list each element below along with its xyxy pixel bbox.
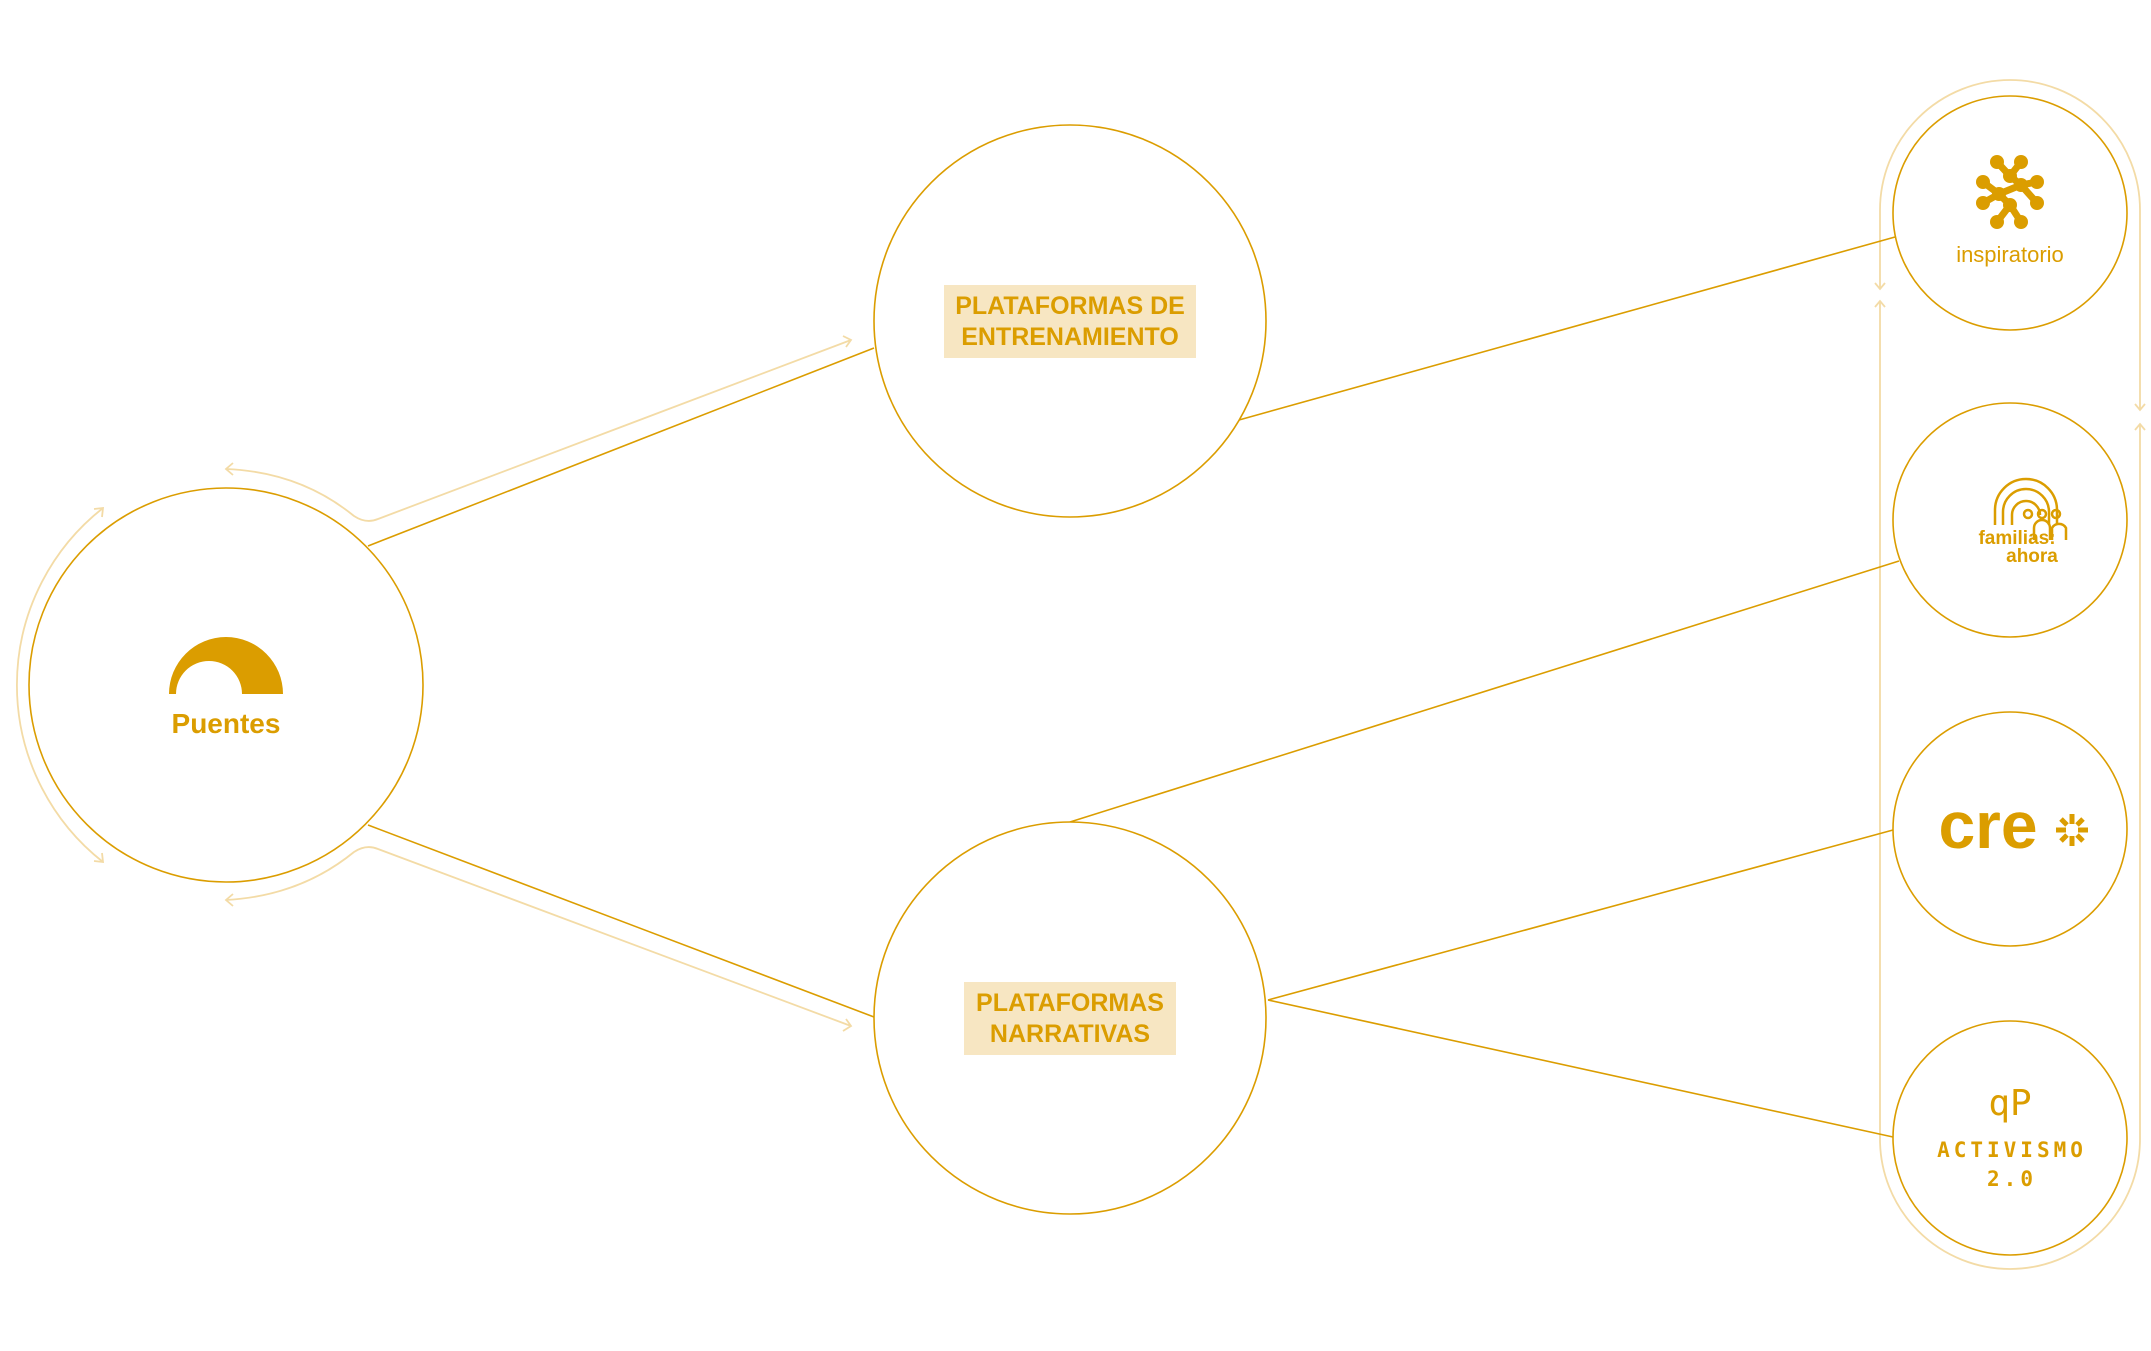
activismo-mark-icon: qP <box>1988 1083 2031 1124</box>
flow-arc-left <box>16 507 104 863</box>
hub-node-puentes[interactable]: Puentes <box>28 487 424 883</box>
connections <box>367 236 1900 1138</box>
arrowhead-icon <box>2134 422 2146 431</box>
platform-node-cre[interactable]: cre <box>1892 711 2128 947</box>
platform-name-line1: familias: <box>1978 528 2055 549</box>
category-label-line2: NARRATIVAS <box>990 1020 1150 1048</box>
familias-logo-icon <box>1993 477 2068 540</box>
platform-node-inspiratorio[interactable]: inspiratorio <box>1892 95 2128 331</box>
arrowhead-icon <box>1874 282 1886 291</box>
arrowhead-icon <box>2134 403 2146 412</box>
flow-loop-platforms <box>1879 79 2141 409</box>
puentes-logo-icon <box>169 637 283 694</box>
category-label-line1: PLATAFORMAS <box>976 989 1164 1017</box>
arrowhead-icon <box>93 506 105 518</box>
platform-name-line2: ahora <box>2006 546 2058 567</box>
arrowhead-icon <box>842 1018 853 1032</box>
arrowhead-icon <box>224 462 234 476</box>
hub-label: Puentes <box>172 708 281 739</box>
flow-arrow-hub-to-narrative <box>225 846 852 1027</box>
platform-name-line2: 2.0 <box>1987 1167 2037 1191</box>
platform-name: cre <box>1938 788 2037 862</box>
platform-node-familias-ahora[interactable]: familias: ahora <box>1892 402 2128 638</box>
arrowhead-icon <box>1874 299 1886 308</box>
asterisk-icon <box>2056 814 2088 846</box>
category-node-narrative[interactable]: PLATAFORMAS NARRATIVAS <box>873 821 1267 1215</box>
flow-arrow-hub-to-training <box>225 339 852 522</box>
arrowhead-icon <box>224 893 234 907</box>
category-label-line1: PLATAFORMAS DE <box>955 292 1185 320</box>
arrowhead-icon <box>93 852 105 864</box>
platform-name: inspiratorio <box>1956 242 2064 267</box>
flow-arrows <box>16 79 2146 1270</box>
category-label-line2: ENTRENAMIENTO <box>961 323 1179 351</box>
inspiratorio-logo-icon <box>1976 155 2044 229</box>
platform-name-line1: ACTIVISMO <box>1937 1138 2087 1162</box>
platform-node-activismo[interactable]: qP ACTIVISMO 2.0 <box>1892 1020 2128 1256</box>
arrowhead-icon <box>842 335 853 348</box>
category-node-training[interactable]: PLATAFORMAS DE ENTRENAMIENTO <box>873 124 1267 518</box>
